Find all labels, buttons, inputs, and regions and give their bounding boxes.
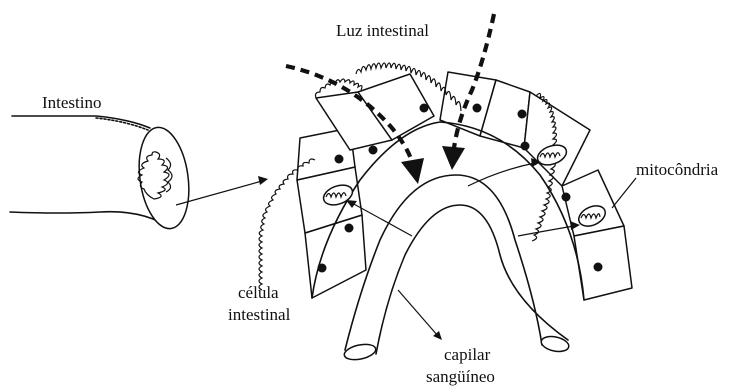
nucleus xyxy=(369,146,378,155)
nucleus xyxy=(518,110,527,119)
nucleus xyxy=(335,155,344,164)
arrow-to-bottom-right-mitochondrion xyxy=(518,226,574,236)
label-mitochondria: mitocôndria xyxy=(636,160,719,179)
right-cell-2 xyxy=(524,92,590,186)
nucleus xyxy=(318,264,327,273)
nucleus xyxy=(345,224,354,233)
nucleus xyxy=(594,263,603,272)
intestine-tube xyxy=(10,116,195,232)
arrow-to-top-right-mitochondrion xyxy=(468,163,535,186)
nucleus xyxy=(521,142,530,151)
label-capillary-2: sangüíneo xyxy=(426,367,495,386)
villus-epithelium xyxy=(259,63,632,300)
capillary-label-pointer xyxy=(398,290,438,336)
label-capillary-1: capilar xyxy=(444,345,491,364)
capillary-opening-right xyxy=(540,334,570,354)
nucleus xyxy=(562,193,571,202)
capillary-opening-left xyxy=(343,342,377,362)
blood-capillary xyxy=(343,175,570,362)
zoom-pointer-arrowhead xyxy=(258,176,268,185)
label-lumen: Luz intestinal xyxy=(336,21,429,40)
nucleus xyxy=(473,104,482,113)
label-intestine: Intestino xyxy=(42,93,102,112)
nucleus xyxy=(420,104,429,113)
label-intestinal-cell-2: intestinal xyxy=(228,305,291,324)
label-intestinal-cell-1: célula xyxy=(238,283,279,302)
mitochondria-label-pointer xyxy=(612,178,636,208)
